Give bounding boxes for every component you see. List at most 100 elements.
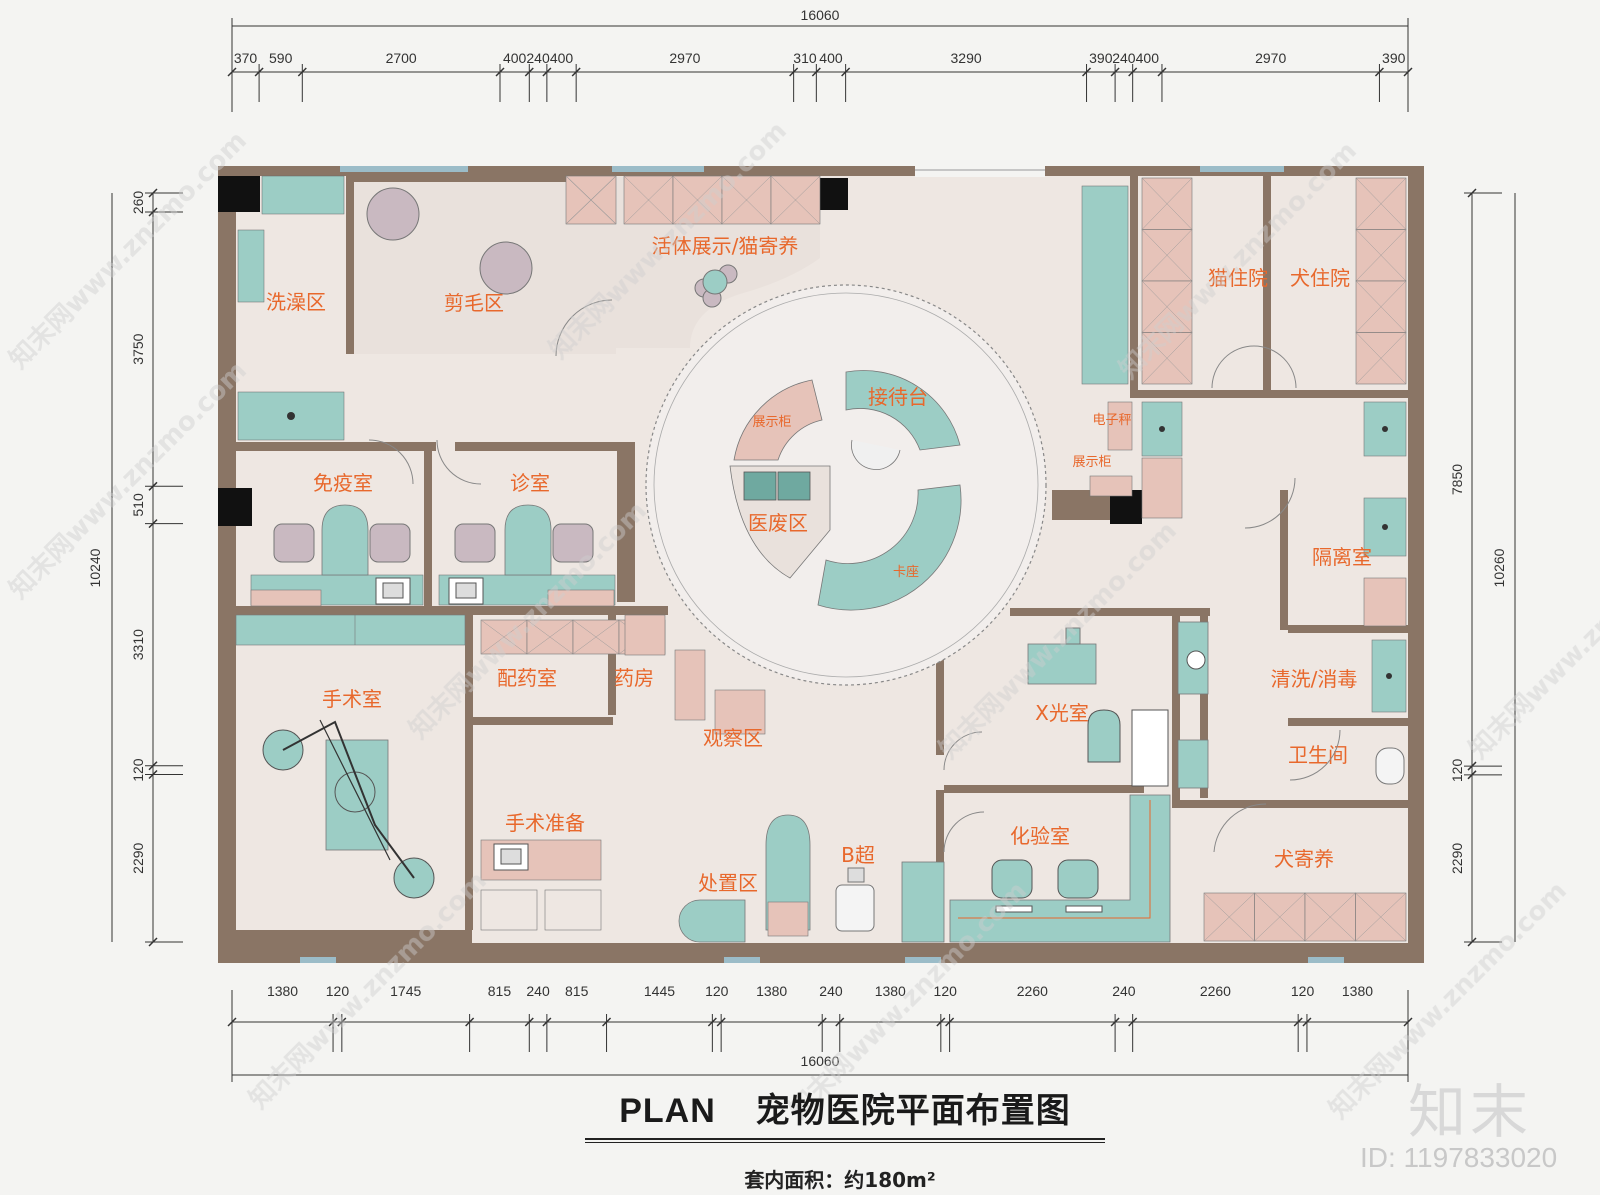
watermark-logo: 知末: [1408, 1078, 1533, 1146]
bottom-dim-7: 120: [705, 983, 729, 999]
room-label-lab: 化验室: [1010, 824, 1070, 848]
svg-text:知末网www.znzmo.com: 知末网www.znzmo.com: [4, 356, 253, 605]
top-dim-14: 390: [1382, 50, 1406, 66]
bottom-dim-1: 120: [326, 983, 350, 999]
right-dimensions: [1464, 188, 1516, 947]
room-label-dispensing: 配药室: [497, 666, 557, 690]
top-dim-2: 2700: [386, 50, 417, 66]
lab-room: 化验室: [943, 794, 1171, 943]
room-label-ultrasound: B超: [841, 843, 875, 867]
top-dim-0: 370: [234, 50, 258, 66]
left-dimensions: [111, 188, 183, 947]
room-label-grooming: 剪毛区: [444, 291, 504, 315]
room-label-bath: 洗澡区: [266, 290, 326, 314]
bottom-dim-3: 815: [488, 983, 512, 999]
room-label-isolation: 隔离室: [1312, 545, 1372, 569]
right-dim-0: 7850: [1449, 464, 1465, 495]
top-dim-9: 3290: [951, 50, 982, 66]
drawing-title-prefix: PLAN: [619, 1092, 716, 1130]
ultrasound-room: B超: [835, 843, 945, 943]
svg-text:知末网www.znzmo.com: 知末网www.znzmo.com: [4, 126, 253, 375]
left-dim-5: 2290: [130, 842, 146, 873]
room-label-treatment: 处置区: [698, 871, 758, 895]
top-dim-7: 310: [793, 50, 817, 66]
right-wing: 隔离室 清洗/消毒 卫生间 犬寄养: [1141, 401, 1407, 942]
room-label-wash: 清洗/消毒: [1271, 667, 1358, 691]
bottom-dim-15: 120: [1291, 983, 1315, 999]
room-label-observation: 观察区: [703, 726, 763, 750]
room-label-consult: 诊室: [510, 471, 550, 495]
bottom-dim-13: 240: [1112, 983, 1136, 999]
area-note: 套内面积：约180m²: [744, 1168, 936, 1192]
top-dimensions: [227, 18, 1413, 112]
bottom-dim-16: 1380: [1342, 983, 1373, 999]
right-total-dimension: 10260: [1491, 548, 1507, 587]
bottom-dim-2: 1745: [390, 983, 421, 999]
exam-rooms: 免疫室 诊室: [250, 439, 616, 607]
top-dim-5: 400: [550, 50, 574, 66]
bottom-dim-12: 2260: [1017, 983, 1048, 999]
top-dim-13: 2970: [1255, 50, 1286, 66]
top-dim-3: 400: [503, 50, 527, 66]
bottom-dim-6: 1445: [644, 983, 675, 999]
room-label-xray: X光室: [1035, 701, 1089, 725]
room-label-pharmacy: 药房: [614, 666, 654, 690]
right-dim-1: 120: [1449, 759, 1465, 783]
bottom-dim-11: 120: [934, 983, 958, 999]
display-area: 活体展示/猫寄养: [565, 175, 821, 348]
room-label-toilet: 卫生间: [1288, 743, 1348, 767]
bottom-dim-4: 240: [526, 983, 550, 999]
xray-room: X光室: [943, 621, 1209, 789]
scale-corner: 电子秤 展示柜: [1072, 401, 1133, 497]
top-dim-10: 390: [1089, 50, 1113, 66]
room-label-surgery: 手术室: [322, 687, 382, 711]
bottom-dim-0: 1380: [267, 983, 298, 999]
bottom-dim-14: 2260: [1200, 983, 1231, 999]
surgery-room: 手术室: [235, 614, 466, 899]
pharmacy-area: 配药室 药房 观察区: [480, 614, 766, 750]
label-display-cabinet-2: 展示柜: [1072, 455, 1111, 470]
title-underline-thin: [585, 1142, 1105, 1143]
bottom-dim-10: 1380: [875, 983, 906, 999]
top-dim-12: 400: [1136, 50, 1160, 66]
left-dim-1: 3750: [130, 333, 146, 364]
reception-hall: 接待台 展示柜 医废区 卡座: [645, 284, 1047, 686]
bottom-segment-dimensions: 1380 120 1745 815 240 815 1445 120 1380 240 1380 12…: [267, 983, 1373, 999]
windows: [300, 166, 1344, 963]
title-underline: [585, 1138, 1105, 1140]
surgery-prep: 手术准备: [480, 811, 602, 931]
ward-area: 猫住院 犬住院: [1081, 177, 1407, 389]
room-label-display: 活体展示/猫寄养: [652, 234, 799, 258]
svg-text:知末网www.znzmo.com: 知末网www.znzmo.com: [1464, 516, 1600, 765]
bottom-dim-5: 815: [565, 983, 589, 999]
left-total-dimension: 10240: [87, 548, 103, 587]
room-label-dog-ward: 犬住院: [1290, 266, 1350, 290]
room-label-dog-boarding: 犬寄养: [1274, 847, 1334, 871]
bottom-dimensions: [227, 990, 1413, 1082]
room-label-medical-waste: 医废区: [748, 511, 808, 535]
top-dim-6: 2970: [669, 50, 700, 66]
room-label-cat-ward: 猫住院: [1208, 266, 1268, 290]
left-dim-3: 3310: [130, 629, 146, 660]
top-dim-8: 400: [819, 50, 843, 66]
room-label-display-cabinet: 展示柜: [752, 415, 791, 430]
top-total-dimension: 16060: [801, 7, 840, 23]
left-dim-4: 120: [130, 758, 146, 782]
right-dim-2: 2290: [1449, 843, 1465, 874]
top-dim-1: 590: [269, 50, 293, 66]
label-scale: 电子秤: [1092, 413, 1131, 428]
bath-area: 洗澡区: [237, 175, 345, 441]
top-dim-11: 240: [1112, 50, 1136, 66]
top-dim-4: 240: [526, 50, 550, 66]
structural-columns: [218, 176, 1142, 526]
bottom-dim-8: 1380: [756, 983, 787, 999]
watermark-id: ID: 1197833020: [1360, 1142, 1558, 1173]
left-dim-2: 510: [130, 493, 146, 517]
bottom-total-dimension: 16060: [801, 1053, 840, 1069]
room-label-vaccine: 免疫室: [313, 471, 373, 495]
